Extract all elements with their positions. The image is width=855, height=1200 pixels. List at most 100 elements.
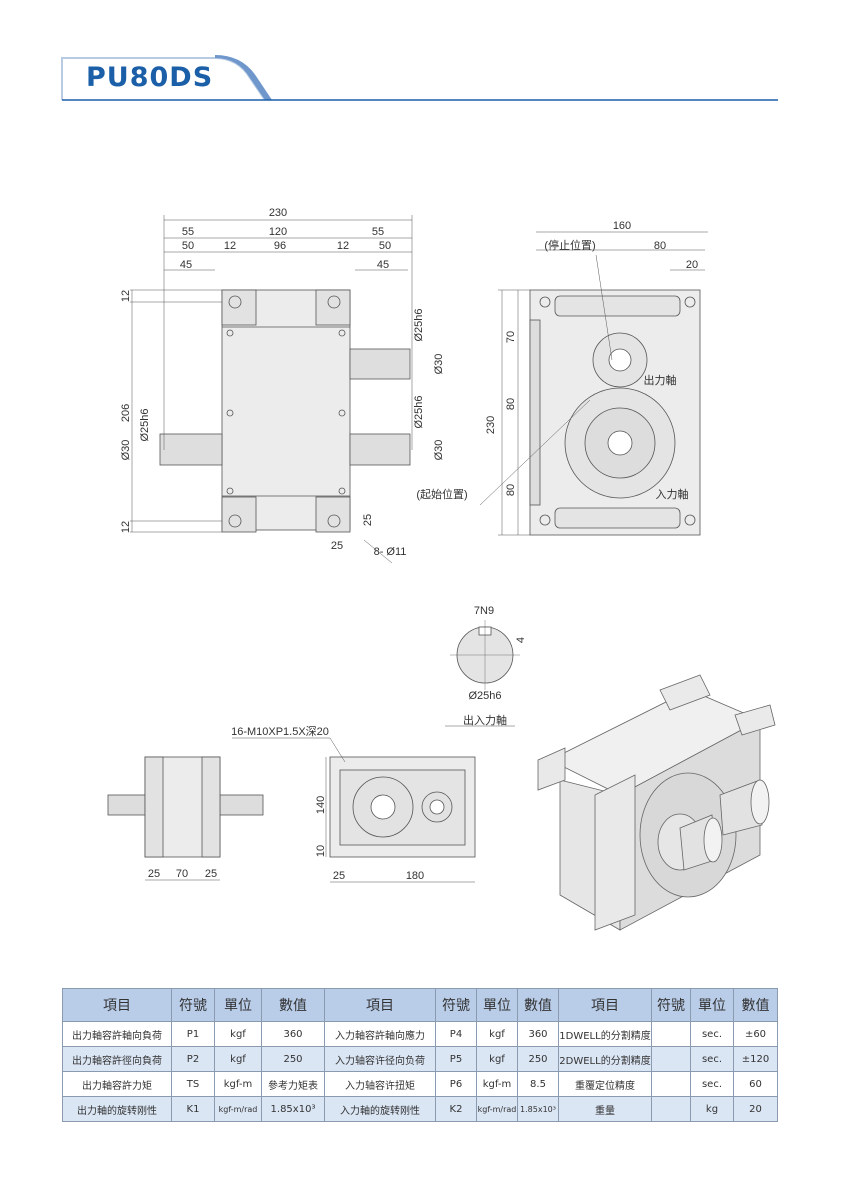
dim-holes: 8- Ø11 bbox=[374, 546, 407, 558]
col-header: 符號 bbox=[651, 988, 691, 1022]
table-cell bbox=[651, 1071, 691, 1097]
table-cell: 360 bbox=[261, 1021, 325, 1047]
col-header: 單位 bbox=[690, 988, 734, 1022]
dim-phi30-right-top: Ø30 bbox=[433, 354, 445, 375]
col-header: 符號 bbox=[435, 988, 477, 1022]
table-cell: ±120 bbox=[733, 1046, 778, 1072]
stop-position-label: (停止位置) bbox=[544, 238, 595, 252]
table-cell bbox=[651, 1046, 691, 1072]
dim-180: 180 bbox=[406, 870, 424, 882]
keyway-label: 7N9 bbox=[474, 605, 494, 617]
front-view-drawing bbox=[130, 215, 413, 564]
isometric-view-drawing bbox=[537, 674, 776, 931]
col-header: 數值 bbox=[261, 988, 325, 1022]
dim-80-middle: 80 bbox=[505, 398, 517, 410]
dim-25-right: 25 bbox=[205, 868, 217, 880]
table-cell: P5 bbox=[435, 1046, 477, 1072]
table-cell: P2 bbox=[171, 1046, 215, 1072]
table-header-row: 項目 符號 單位 數值 項目 符號 單位 數值 項目 符號 單位 數值 bbox=[62, 988, 778, 1022]
table-cell: K1 bbox=[171, 1096, 215, 1122]
dim-25-horizontal: 25 bbox=[331, 540, 343, 552]
dim-96: 96 bbox=[274, 240, 286, 252]
front-view-dimensions: 230 55 120 55 50 12 96 12 50 45 45 12 20… bbox=[120, 207, 445, 558]
dim-25-bottom: 25 bbox=[333, 870, 345, 882]
table-cell: kg bbox=[690, 1096, 734, 1122]
shaft-diameter-label: Ø25h6 bbox=[468, 690, 501, 702]
start-position-label: (起始位置) bbox=[416, 487, 467, 501]
dim-phi30-right-bottom: Ø30 bbox=[433, 440, 445, 461]
table-cell: TS bbox=[171, 1071, 215, 1097]
dim-80-top: 80 bbox=[654, 240, 666, 252]
dim-45-right: 45 bbox=[377, 259, 389, 271]
dim-230-vertical: 230 bbox=[485, 416, 497, 434]
table-cell: 1DWELL的分割精度 bbox=[558, 1021, 652, 1047]
table-cell: kgf bbox=[476, 1021, 518, 1047]
key-depth-label: 4 bbox=[515, 637, 527, 643]
dim-70-left: 70 bbox=[176, 868, 188, 880]
dim-12-right: 12 bbox=[337, 240, 349, 252]
table-cell: kgf bbox=[214, 1046, 262, 1072]
table-cell: kgf bbox=[476, 1046, 518, 1072]
page-title: PU80DS bbox=[86, 62, 214, 93]
dim-phi25h6-left: Ø25h6 bbox=[139, 408, 151, 441]
bottom-view-drawing bbox=[232, 737, 476, 883]
table-cell: 入力轴容许扭矩 bbox=[324, 1071, 436, 1097]
output-shaft-label: 出力軸 bbox=[644, 373, 677, 387]
table-cell: 60 bbox=[733, 1071, 778, 1097]
table-cell: kgf-m/rad bbox=[214, 1096, 262, 1122]
dim-50-right: 50 bbox=[379, 240, 391, 252]
dim-12-bottom: 12 bbox=[120, 521, 132, 533]
col-header: 數值 bbox=[733, 988, 778, 1022]
dim-phi25h6-right-top: Ø25h6 bbox=[413, 308, 425, 341]
table-cell: 20 bbox=[733, 1096, 778, 1122]
dim-230: 230 bbox=[269, 207, 287, 219]
table-cell: K2 bbox=[435, 1096, 477, 1122]
dim-20: 20 bbox=[686, 259, 698, 271]
table-cell: 出力軸的旋转刚性 bbox=[62, 1096, 172, 1122]
table-cell: 參考力矩表 bbox=[261, 1071, 325, 1097]
dim-140: 140 bbox=[315, 796, 327, 814]
table-cell: sec. bbox=[690, 1071, 734, 1097]
dim-12-left: 12 bbox=[224, 240, 236, 252]
col-header: 單位 bbox=[476, 988, 518, 1022]
thread-spec-label: 16-M10XP1.5X深20 bbox=[231, 725, 329, 738]
table-cell: 1.85x10³ bbox=[261, 1096, 325, 1122]
table-cell bbox=[651, 1096, 691, 1122]
shaft-section-drawing bbox=[445, 620, 520, 727]
dim-45-left: 45 bbox=[180, 259, 192, 271]
top-view-drawing bbox=[107, 756, 264, 881]
table-cell: sec. bbox=[690, 1021, 734, 1047]
dim-80-bottom: 80 bbox=[505, 484, 517, 496]
table-cell: kgf-m bbox=[214, 1071, 262, 1097]
table-cell: 360 bbox=[517, 1021, 559, 1047]
col-header: 項目 bbox=[558, 988, 652, 1022]
dim-55-left: 55 bbox=[182, 226, 194, 238]
table-cell: 2DWELL的分割精度 bbox=[558, 1046, 652, 1072]
table-cell: 重覆定位精度 bbox=[558, 1071, 652, 1097]
dim-10: 10 bbox=[315, 845, 327, 857]
side-view-labels: 160 (停止位置) 80 20 70 80 230 80 出力軸 入力軸 (起… bbox=[416, 220, 698, 501]
col-header: 項目 bbox=[62, 988, 172, 1022]
col-header: 項目 bbox=[324, 988, 436, 1022]
table-cell: 入力軸的旋转刚性 bbox=[324, 1096, 436, 1122]
table-cell: P1 bbox=[171, 1021, 215, 1047]
table-cell bbox=[651, 1021, 691, 1047]
table-cell: 1.85x10³ bbox=[517, 1096, 559, 1122]
spec-table: 項目 符號 單位 數值 項目 符號 單位 數值 項目 符號 單位 數值 出力軸容… bbox=[62, 988, 778, 1122]
table-cell: 重量 bbox=[558, 1096, 652, 1122]
dim-70: 70 bbox=[505, 331, 517, 343]
table-cell: P6 bbox=[435, 1071, 477, 1097]
dim-phi30-left: Ø30 bbox=[120, 440, 132, 461]
dim-55-right: 55 bbox=[372, 226, 384, 238]
table-cell: sec. bbox=[690, 1046, 734, 1072]
input-shaft-label: 入力軸 bbox=[656, 487, 689, 501]
dim-12-top: 12 bbox=[120, 290, 132, 302]
table-cell: 出力軸容許軸向負荷 bbox=[62, 1021, 172, 1047]
dim-160: 160 bbox=[613, 220, 631, 232]
table-cell: 8.5 bbox=[517, 1071, 559, 1097]
